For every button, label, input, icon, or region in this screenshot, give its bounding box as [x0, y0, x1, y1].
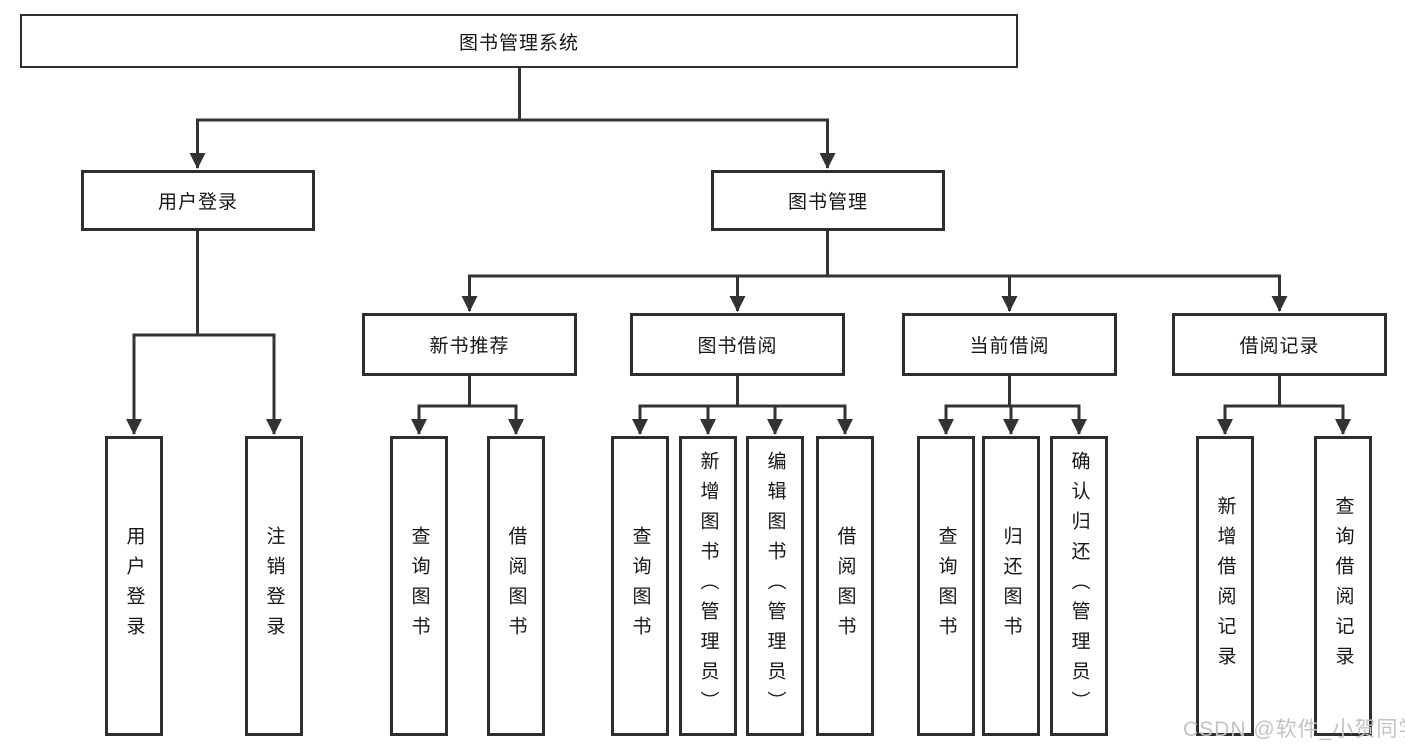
leaf-logout: 注销登录	[245, 436, 303, 736]
connector-borrow-record-branch	[1217, 376, 1351, 435]
node-current-borrow: 当前借阅	[902, 313, 1117, 376]
connector-new-book-branch	[411, 376, 524, 435]
connector-book-mgmt-branch	[461, 231, 1288, 312]
node-root-library-system: 图书管理系统	[20, 14, 1018, 68]
connector-user-login-branch	[126, 231, 282, 435]
node-user-login: 用户登录	[81, 170, 315, 231]
connector-current-borrow-branch	[938, 376, 1087, 435]
connector-book-borrow-branch	[632, 376, 853, 435]
leaf-user-login: 用户登录	[105, 436, 163, 736]
leaf-add-borrow-record: 新增借阅记录	[1196, 436, 1254, 736]
leaf-borrow-books-recommend: 借阅图书	[487, 436, 545, 736]
leaf-add-books-admin: 新增图书（管理员）	[679, 436, 737, 736]
leaf-confirm-return-admin: 确认归还（管理员）	[1050, 436, 1108, 736]
node-book-borrow: 图书借阅	[630, 313, 845, 376]
leaf-edit-books-admin: 编辑图书（管理员）	[746, 436, 804, 736]
node-borrow-records: 借阅记录	[1172, 313, 1387, 376]
leaf-query-books-recommend: 查询图书	[390, 436, 448, 736]
leaf-query-borrow-record: 查询借阅记录	[1314, 436, 1372, 736]
csdn-watermark: CSDN @软件_小贺同学	[1183, 718, 1405, 741]
leaf-query-books-current: 查询图书	[917, 436, 975, 736]
leaf-query-books-borrow: 查询图书	[611, 436, 669, 736]
leaf-borrow-books: 借阅图书	[816, 436, 874, 736]
leaf-return-books: 归还图书	[982, 436, 1040, 736]
node-new-book-recommend: 新书推荐	[362, 313, 577, 376]
node-book-management: 图书管理	[711, 170, 945, 231]
connector-root-to-level2	[189, 68, 836, 169]
